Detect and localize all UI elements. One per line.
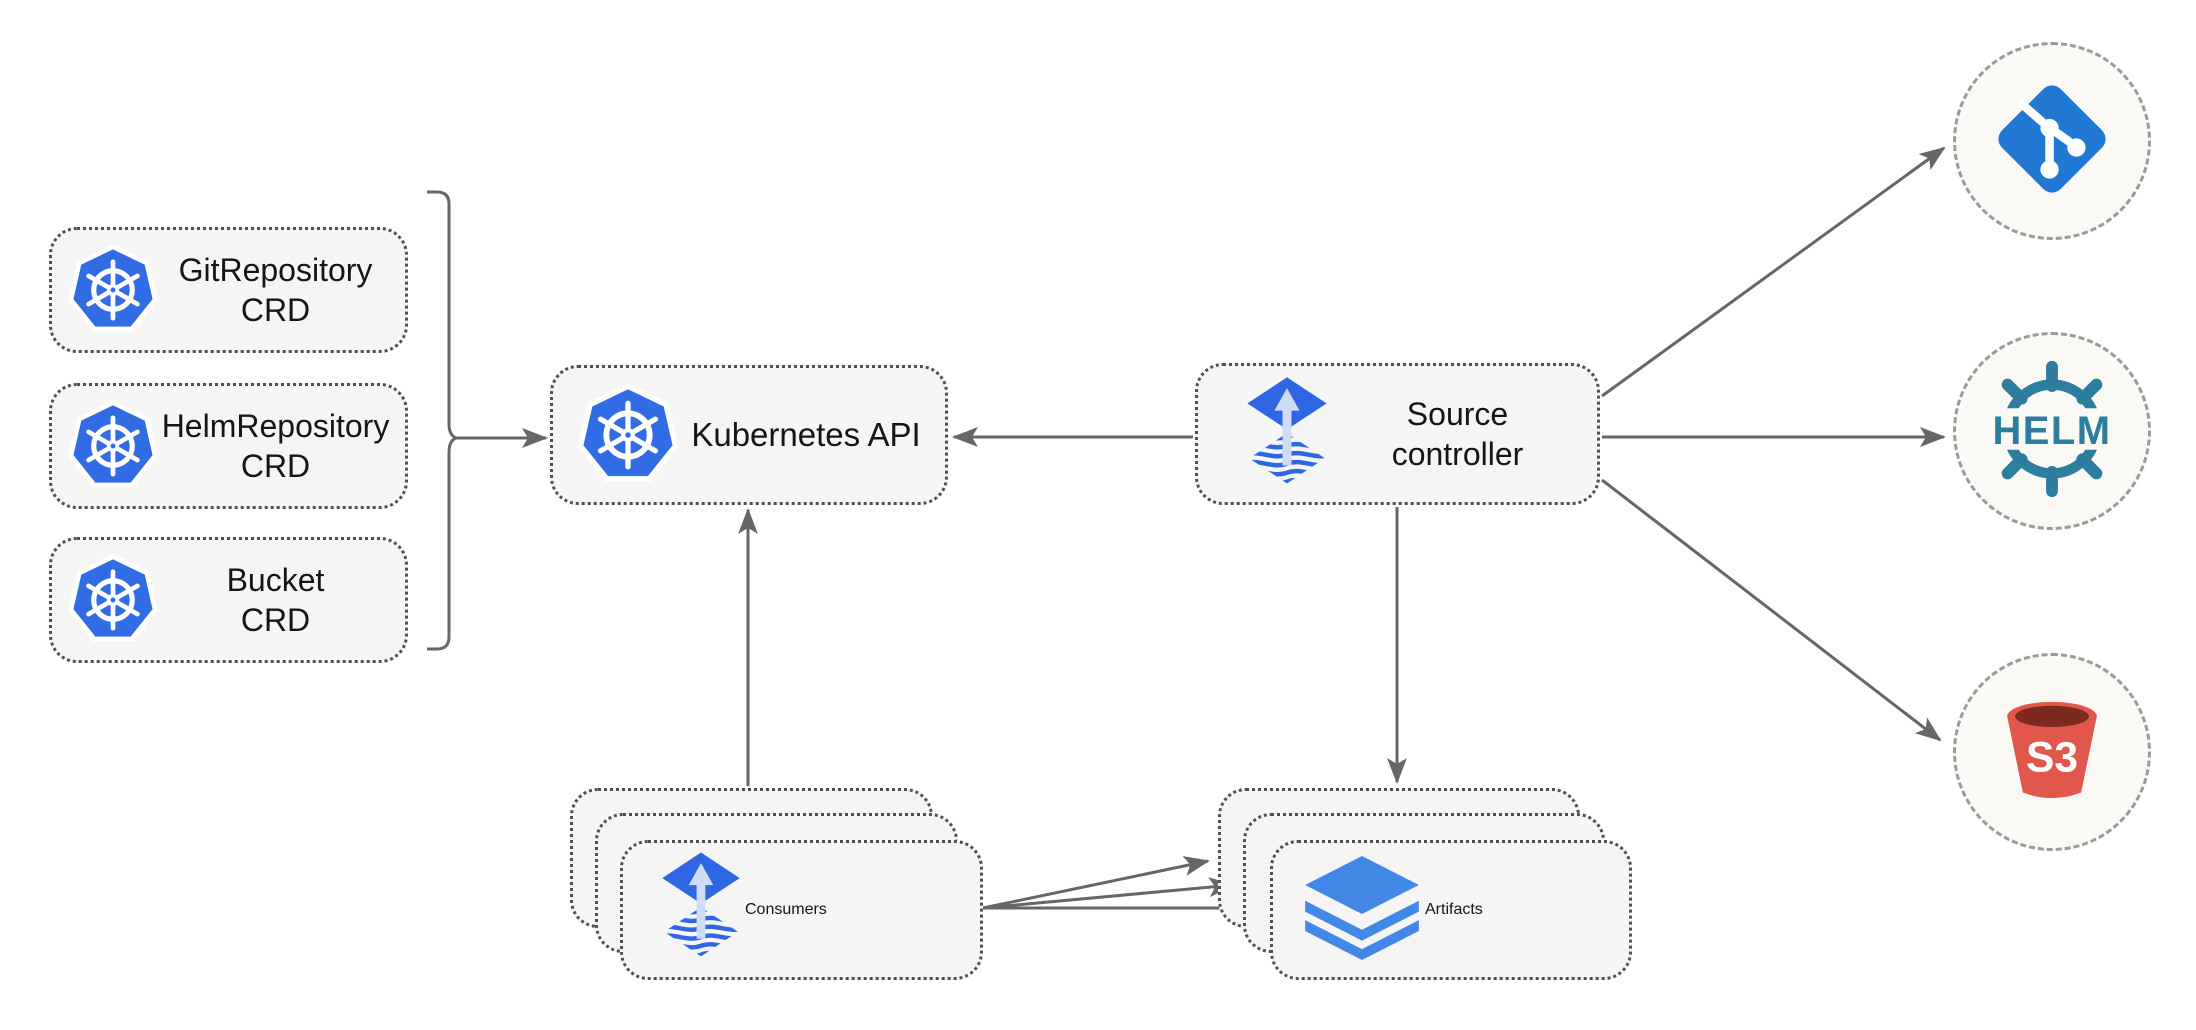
gitrepository-crd-node: GitRepository CRD (49, 227, 408, 353)
artifacts-stack: Artifacts (1218, 788, 1638, 988)
kubernetes-icon (66, 241, 160, 339)
flux-source-icon (657, 852, 745, 969)
connector-consumers-to-artifacts-1 (982, 856, 1210, 910)
kubernetes-icon (575, 380, 681, 490)
kubernetes-icon (66, 397, 160, 495)
source-controller-label: Source controller (1391, 396, 1524, 472)
consumers-stack: Consumers (570, 788, 990, 988)
connector-consumers-to-artifacts-2 (982, 877, 1235, 910)
consumers-node: Consumers (620, 840, 983, 980)
source-controller-node: Source controller (1195, 363, 1600, 505)
flux-source-icon (1242, 376, 1332, 492)
s3-label: S3 (2026, 733, 2078, 781)
s3-bucket-icon: S3 (1996, 690, 2108, 815)
helm-label: HELM (1992, 408, 2111, 452)
connector-source-to-git (1601, 146, 1946, 398)
git-source-circle (1953, 42, 2151, 240)
consumers-label: Consumers (745, 901, 827, 918)
connector-source-to-s3 (1601, 478, 1942, 742)
gitrepository-crd-label: GitRepository CRD (178, 252, 373, 328)
kubernetes-icon (66, 551, 160, 649)
artifacts-label: Artifacts (1425, 901, 1483, 918)
kubernetes-api-label: Kubernetes API (691, 416, 921, 454)
layers-icon (1299, 855, 1425, 965)
kubernetes-api-node: Kubernetes API (550, 365, 948, 505)
git-icon (1991, 78, 2113, 205)
helmrepository-crd-label: HelmRepository CRD (161, 408, 390, 484)
s3-source-circle: S3 (1953, 653, 2151, 851)
helm-icon: HELM (1978, 355, 2126, 508)
helm-source-circle: HELM (1953, 332, 2151, 530)
bucket-crd-node: Bucket CRD (49, 537, 408, 663)
helmrepository-crd-node: HelmRepository CRD (49, 383, 408, 509)
bucket-crd-label: Bucket CRD (226, 562, 325, 638)
crd-group-brace (427, 190, 460, 651)
artifacts-node: Artifacts (1270, 840, 1632, 980)
